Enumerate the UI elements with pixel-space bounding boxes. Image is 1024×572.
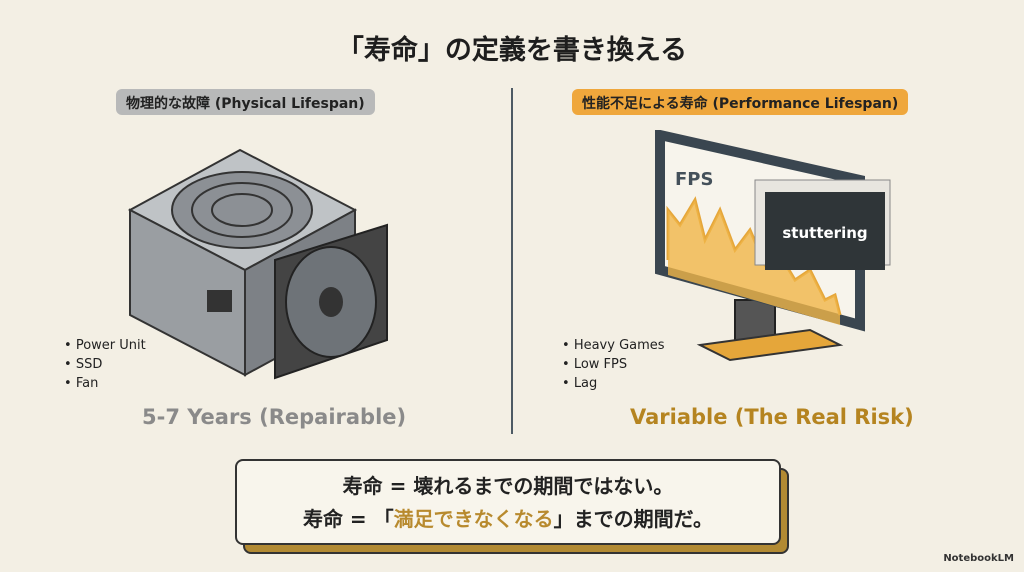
divider xyxy=(511,88,513,434)
physical-caption: 5-7 Years (Repairable) xyxy=(142,405,407,429)
summary-box: 寿命 = 壊れるまでの期間ではない。 寿命 = 「満足できなくなる」までの期間だ… xyxy=(235,459,781,545)
performance-caption: Variable (The Real Risk) xyxy=(630,405,914,429)
performance-lifespan-label: 性能不足による寿命 (Performance Lifespan) xyxy=(572,89,909,115)
bullet-item: SSD xyxy=(64,355,146,374)
bullet-item: Fan xyxy=(64,374,146,393)
bullet-item: Heavy Games xyxy=(562,336,665,355)
bullet-item: Lag xyxy=(562,374,665,393)
fps-label: FPS xyxy=(675,169,713,190)
physical-bullets: Power Unit SSD Fan xyxy=(64,336,146,393)
summary-prefix: 寿命 = 「 xyxy=(302,507,394,531)
monitor-illustration: FPS stuttering xyxy=(655,130,891,362)
summary-suffix: 」までの期間だ。 xyxy=(553,507,714,531)
summary-line-2: 寿命 = 「満足できなくなる」までの期間だ。 xyxy=(237,503,779,536)
power-supply-illustration xyxy=(127,148,388,380)
slide-title: 「寿命」の定義を書き換える xyxy=(336,35,688,66)
summary-highlight: 満足できなくなる xyxy=(393,507,554,531)
stuttering-popup: stuttering xyxy=(782,224,867,242)
bullet-item: Low FPS xyxy=(562,355,665,374)
summary-line-1: 寿命 = 壊れるまでの期間ではない。 xyxy=(342,474,674,498)
physical-lifespan-label: 物理的な故障 (Physical Lifespan) xyxy=(116,89,375,115)
bullet-item: Power Unit xyxy=(64,336,146,355)
notebooklm-logo: NotebookLM xyxy=(943,553,1014,564)
performance-bullets: Heavy Games Low FPS Lag xyxy=(562,336,665,393)
